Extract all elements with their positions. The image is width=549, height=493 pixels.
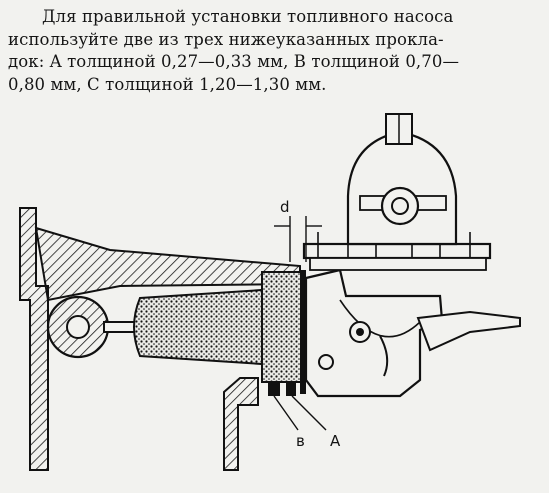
label-a: A [330,432,341,450]
housing-lower [223,377,259,471]
label-b: в [296,432,305,450]
body-screw [318,354,334,370]
caption-line-3: док: A толщиной 0,27—0,33 мм, B толщиной… [8,52,460,71]
dimension-d [274,216,322,262]
gasket-a [286,382,296,396]
outlet-fitting [380,186,420,226]
bushing [133,288,263,366]
gasket-strip [300,270,306,394]
spacer-block [261,271,305,383]
priming-lever [416,310,521,352]
caption-line-1: Для правильной установки топливного насо… [42,7,454,26]
caption: Для правильной установки топливного насо… [8,6,544,96]
gasket-b [268,382,280,396]
caption-line-4: 0,80 мм, С толщиной 1,20—1,30 мм. [8,74,327,94]
label-d: d [280,198,290,216]
caption-line-2: используйте две из трех нижеуказанных пр… [8,29,444,49]
flange [302,242,492,260]
eccentric [46,295,110,359]
gasket-leaders [273,395,327,431]
